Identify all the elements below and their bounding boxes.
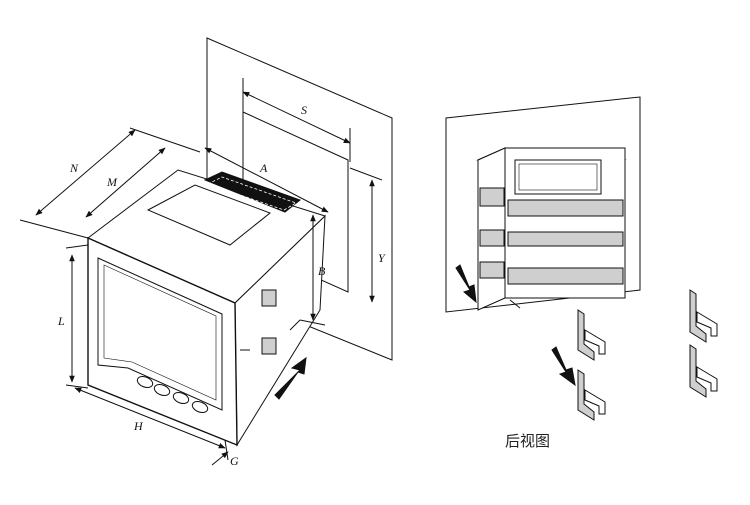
dim-line-m <box>85 147 166 218</box>
label-l: L <box>57 314 65 328</box>
left-meter-illustration <box>19 37 393 466</box>
label-s: S <box>301 103 307 117</box>
rear-view-caption: 后视图 <box>505 432 550 450</box>
dim-line-g <box>211 451 229 466</box>
rear-insert-arrow <box>455 264 477 304</box>
mounting-clip-4 <box>689 344 718 398</box>
insert-arrow <box>274 356 307 400</box>
dim-line-a <box>204 147 329 213</box>
label-b: B <box>318 264 326 278</box>
label-a: A <box>259 161 268 175</box>
rear-meter-housing <box>476 147 627 311</box>
rear-view-illustration <box>445 96 718 421</box>
meter-top-label <box>146 184 272 246</box>
label-n: N <box>69 161 79 175</box>
dim-line-n <box>35 129 136 216</box>
label-h: H <box>133 419 144 433</box>
side-vent-2 <box>261 337 277 355</box>
side-vent-1 <box>261 289 277 307</box>
clip-insert-arrow <box>551 346 576 387</box>
dim-line-h <box>74 387 226 449</box>
mounting-clip-1 <box>577 309 606 361</box>
mounting-clip-3 <box>689 289 718 343</box>
mounting-clip-2 <box>577 369 606 421</box>
dim-line-s <box>242 91 351 144</box>
label-y: Y <box>378 251 386 265</box>
label-m: M <box>106 175 118 189</box>
label-g: G <box>230 454 239 468</box>
